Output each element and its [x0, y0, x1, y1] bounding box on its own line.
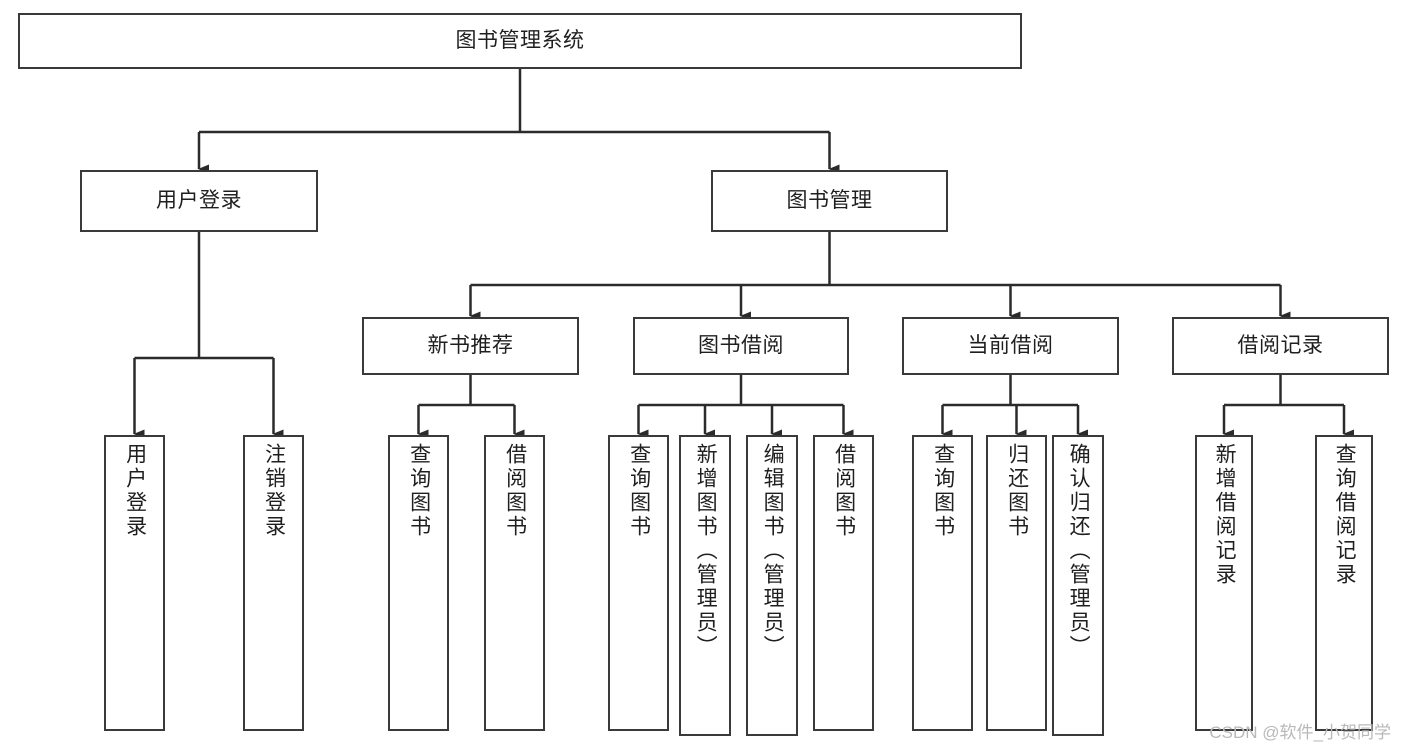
- node-leaf-add-book-admin-label: 新增图书（管理员）: [694, 443, 718, 659]
- node-borrow-record[interactable]: 借阅记录: [1172, 317, 1389, 375]
- node-leaf-confirm-return-admin[interactable]: 确认归还（管理员）: [1052, 435, 1104, 736]
- node-leaf-add-book-admin[interactable]: 新增图书（管理员）: [679, 435, 731, 736]
- node-new-book-recommend-label: 新书推荐: [427, 333, 514, 357]
- node-book-management-label: 图书管理: [786, 188, 873, 212]
- node-leaf-borrow-book[interactable]: 借阅图书: [813, 435, 874, 731]
- node-new-book-recommend[interactable]: 新书推荐: [362, 317, 579, 375]
- node-borrow-record-label: 借阅记录: [1237, 333, 1324, 357]
- node-root[interactable]: 图书管理系统: [18, 13, 1022, 69]
- node-user-login-label: 用户登录: [156, 188, 242, 212]
- node-leaf-borrow-book-label: 借阅图书: [832, 443, 856, 539]
- node-leaf-query-book-current[interactable]: 查询图书: [912, 435, 973, 731]
- node-leaf-user-login-label: 用户登录: [123, 443, 147, 539]
- node-leaf-query-book-current-label: 查询图书: [931, 443, 955, 539]
- node-leaf-query-book-rec-label: 查询图书: [407, 443, 431, 539]
- node-leaf-borrow-book-rec[interactable]: 借阅图书: [484, 435, 545, 731]
- node-leaf-logout-label: 注销登录: [262, 443, 286, 539]
- node-book-management[interactable]: 图书管理: [711, 170, 948, 232]
- node-leaf-return-book-label: 归还图书: [1005, 443, 1029, 539]
- node-book-borrow[interactable]: 图书借阅: [633, 317, 849, 375]
- node-leaf-return-book[interactable]: 归还图书: [986, 435, 1047, 731]
- node-current-borrow-label: 当前借阅: [967, 333, 1054, 357]
- node-leaf-add-borrow-record-label: 新增借阅记录: [1213, 443, 1237, 587]
- node-leaf-query-book-rec[interactable]: 查询图书: [388, 435, 449, 731]
- node-leaf-confirm-return-admin-label: 确认归还（管理员）: [1067, 443, 1091, 659]
- node-leaf-edit-book-admin-label: 编辑图书（管理员）: [761, 443, 785, 659]
- node-root-label: 图书管理系统: [455, 28, 585, 52]
- node-leaf-borrow-book-rec-label: 借阅图书: [503, 443, 527, 539]
- node-leaf-user-login[interactable]: 用户登录: [104, 435, 165, 731]
- node-current-borrow[interactable]: 当前借阅: [902, 317, 1119, 375]
- node-leaf-logout[interactable]: 注销登录: [243, 435, 304, 731]
- node-leaf-add-borrow-record[interactable]: 新增借阅记录: [1195, 435, 1253, 731]
- node-leaf-query-borrow-record-label: 查询借阅记录: [1333, 443, 1357, 587]
- watermark-text: CSDN @软件_小贺同学: [1209, 723, 1391, 742]
- node-leaf-query-book-borrow[interactable]: 查询图书: [608, 435, 669, 731]
- node-user-login[interactable]: 用户登录: [80, 170, 318, 232]
- node-leaf-query-borrow-record[interactable]: 查询借阅记录: [1315, 435, 1373, 731]
- node-leaf-edit-book-admin[interactable]: 编辑图书（管理员）: [746, 435, 798, 736]
- node-book-borrow-label: 图书借阅: [698, 333, 784, 357]
- node-leaf-query-book-borrow-label: 查询图书: [627, 443, 651, 539]
